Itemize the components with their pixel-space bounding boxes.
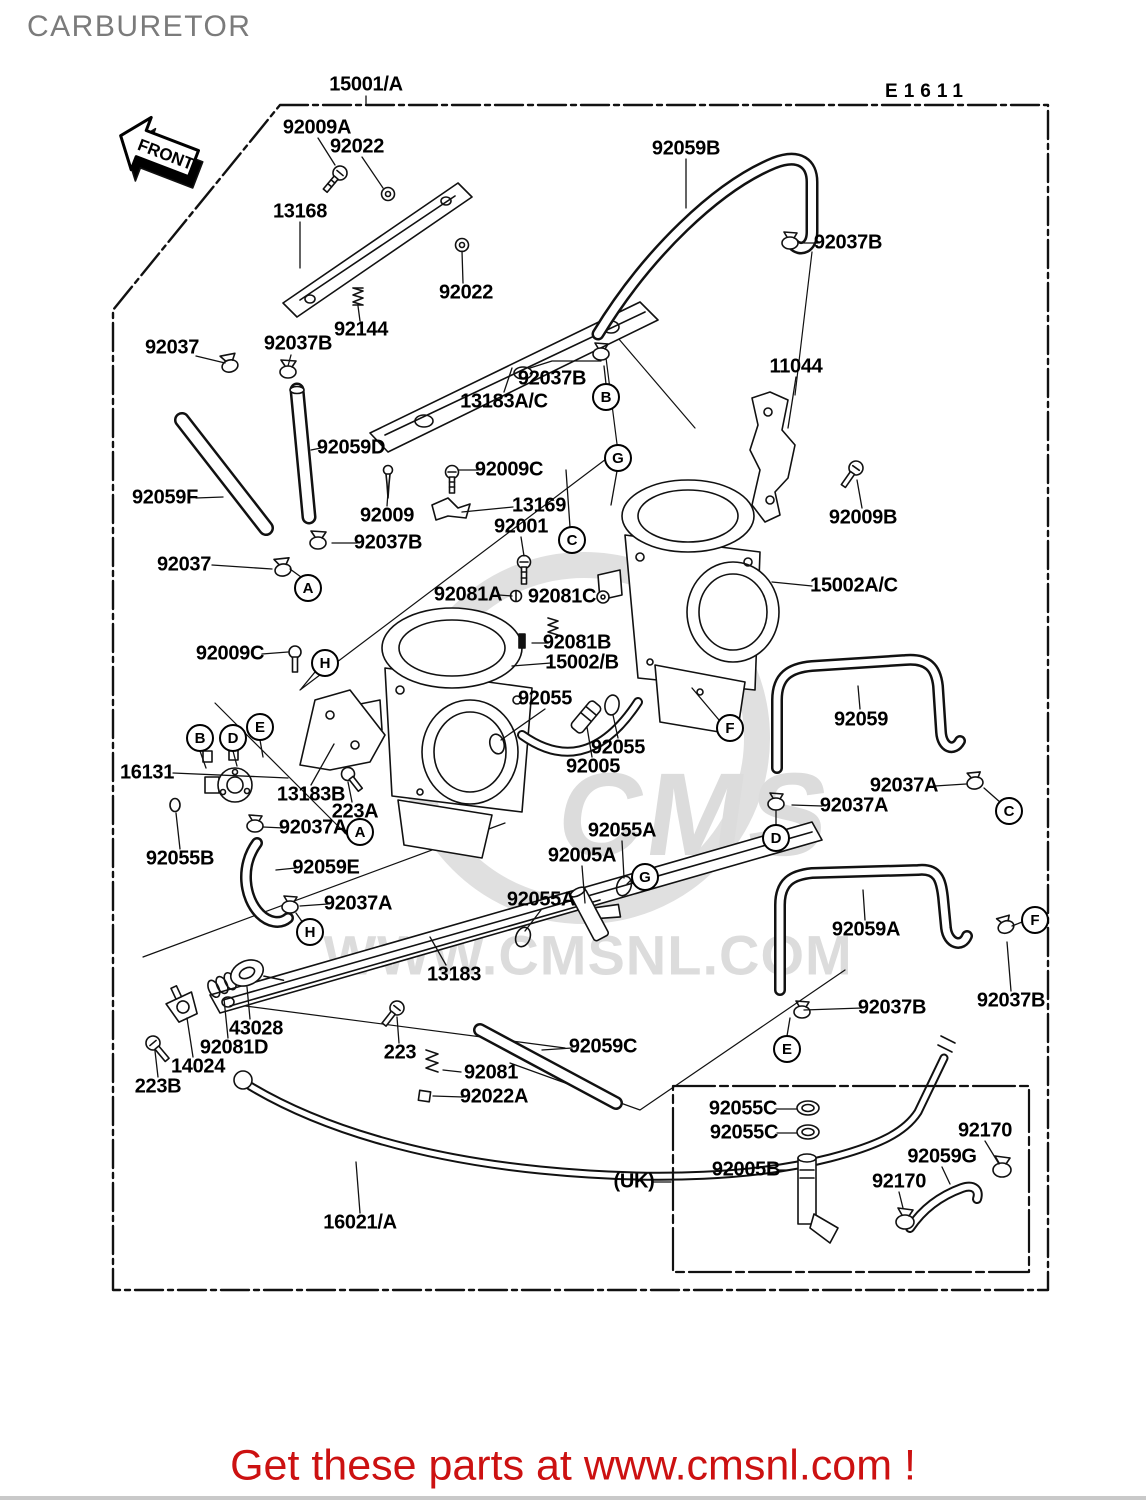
small-parts [145, 165, 1015, 1103]
bracket-11044 [749, 391, 796, 523]
bottom-divider [0, 1496, 1146, 1500]
rail-13183 [209, 821, 823, 1014]
leader-lines [154, 95, 1012, 1214]
hoses [174, 152, 973, 1181]
bracket-13169 [431, 497, 471, 521]
page-title: CARBURETOR [27, 10, 252, 43]
bracket-13183b [299, 689, 386, 771]
carburetor-left [354, 607, 643, 859]
uk-inset-box [671, 1084, 1031, 1274]
rail-13168 [282, 182, 473, 318]
footer-link-text[interactable]: Get these parts at www.cmsnl.com ! [230, 1441, 916, 1490]
carburetor-right [597, 479, 780, 736]
front-arrow-icon: FRONT [119, 115, 204, 189]
diagram-border [111, 103, 1050, 1292]
